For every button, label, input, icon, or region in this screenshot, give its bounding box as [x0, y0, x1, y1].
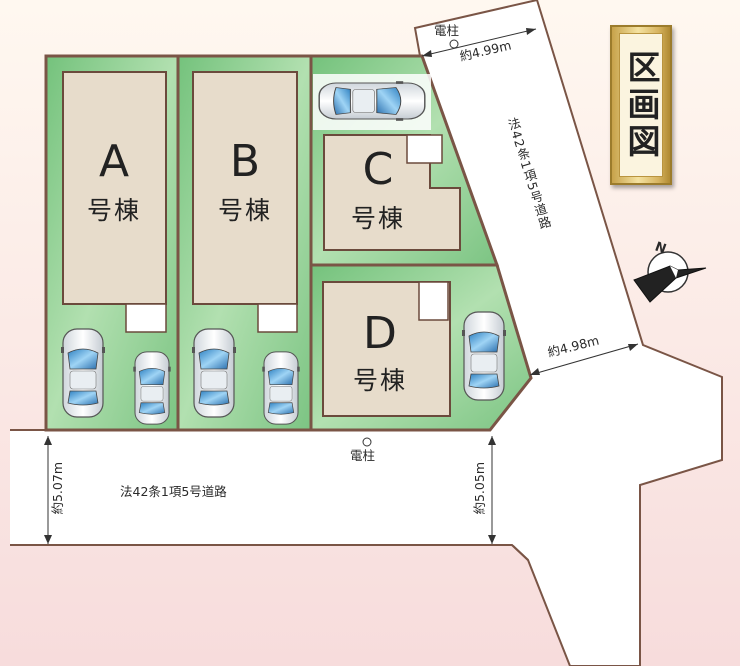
- lot-a-letter: A: [98, 136, 130, 187]
- lot-a-unit: 号棟: [86, 196, 141, 225]
- lot-d-letter: D: [363, 308, 397, 359]
- lot-b-unit: 号棟: [217, 196, 272, 225]
- bottom-road: [10, 430, 522, 545]
- plan-title: 区画図: [619, 33, 663, 177]
- utility-pole-label-bottom: 電柱: [350, 448, 376, 463]
- utility-pole-label-top: 電柱: [434, 23, 460, 38]
- bottom-width-left: 約5.07m: [49, 462, 65, 515]
- dimension-lines: [47, 28, 639, 544]
- buildings: [62, 71, 461, 417]
- lot-b-letter: B: [229, 136, 261, 187]
- parked-cars: [60, 74, 507, 425]
- title-plate: 区画図: [610, 25, 672, 185]
- compass-icon: [633, 251, 707, 303]
- lot-c-unit: 号棟: [350, 204, 405, 233]
- lot-d-unit: 号棟: [352, 366, 407, 395]
- bottom-road-label: 法42条1項5号道路: [120, 484, 227, 499]
- bottom-width-right: 約5.05m: [471, 462, 487, 515]
- utility-pole-marker: [449, 39, 459, 49]
- utility-pole-marker: [362, 437, 372, 447]
- lot-c-letter: C: [362, 144, 394, 195]
